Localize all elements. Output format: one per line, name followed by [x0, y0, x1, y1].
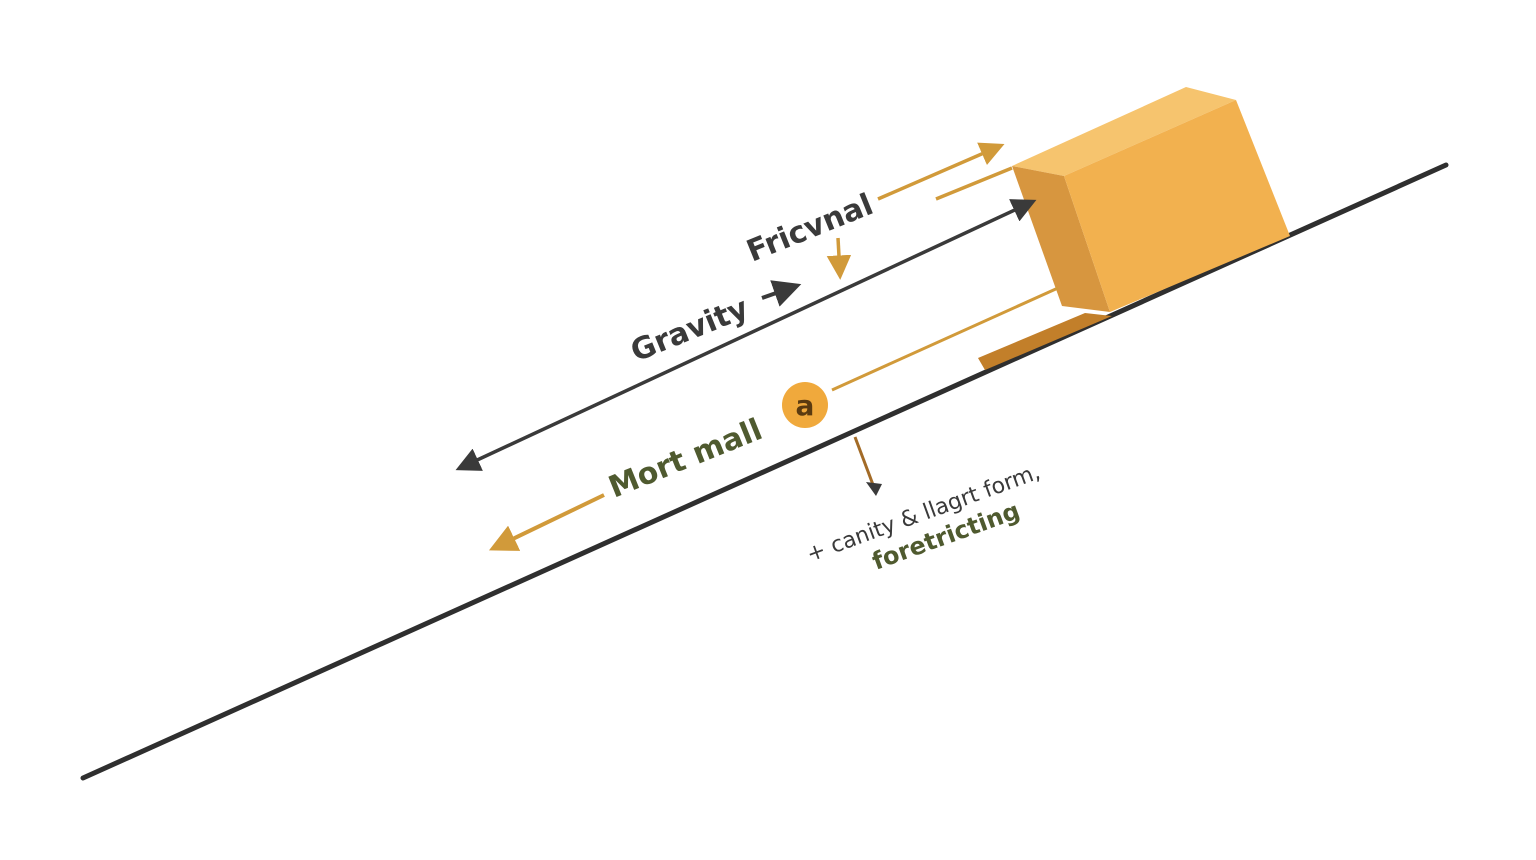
friction-down-arrow	[826, 237, 852, 280]
block-top-face	[1012, 87, 1236, 176]
gravity-label: Gravity	[626, 291, 754, 370]
block-icon	[978, 87, 1290, 370]
block-base-shadow	[978, 313, 1112, 370]
acceleration-badge-icon: a	[782, 382, 828, 428]
friction-arrow-lower	[935, 166, 1013, 201]
friction-arrow-upper	[877, 142, 1005, 201]
svg-text:a: a	[796, 389, 815, 422]
normal-down-arrow	[853, 436, 877, 491]
gravity-arrow	[761, 280, 802, 307]
block-front-face	[1064, 100, 1290, 312]
incline-surface	[80, 162, 1449, 781]
net-force-arrow	[455, 199, 1037, 471]
normal-down-arrowhead	[866, 482, 882, 496]
motion-arrow	[488, 493, 605, 551]
block-side-face	[1012, 166, 1110, 312]
acceleration-line	[831, 286, 1059, 392]
friction-label: Fricvnal	[742, 187, 878, 269]
motion-label: Mort mall	[604, 412, 767, 505]
